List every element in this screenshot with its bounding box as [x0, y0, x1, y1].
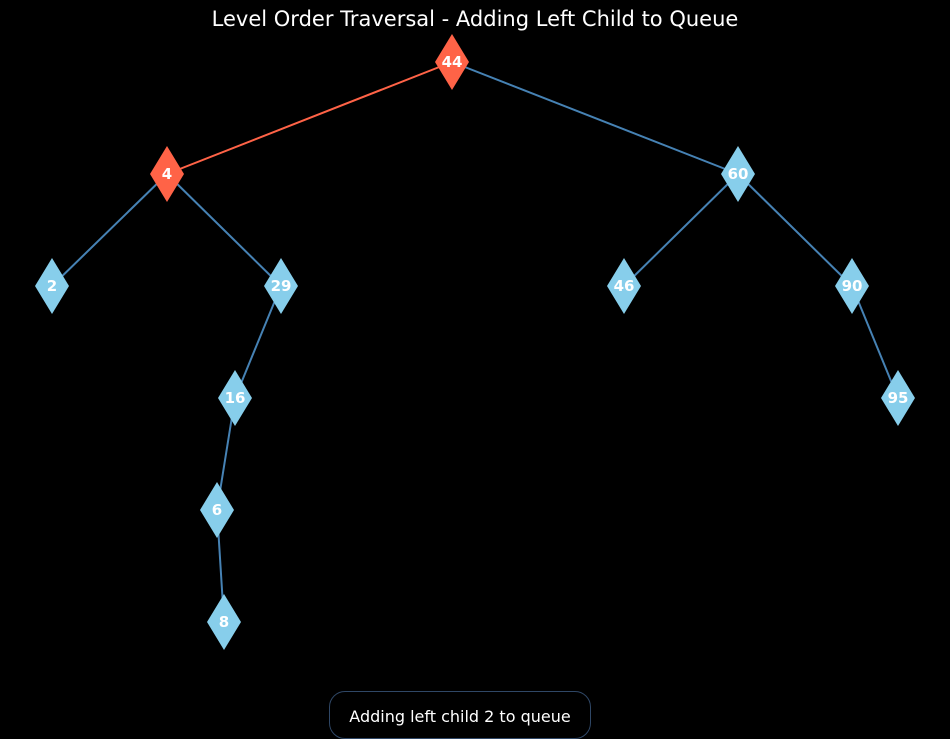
- node-label-8: 8: [219, 613, 229, 631]
- node-label-90: 90: [842, 277, 863, 295]
- node-diamond-44: [435, 34, 469, 90]
- status-message-box: Adding left child 2 to queue: [329, 691, 591, 739]
- node-44: 44: [435, 34, 469, 90]
- node-diamond-60: [721, 146, 755, 202]
- node-diamond-29: [264, 258, 298, 314]
- node-diamond-6: [200, 482, 234, 538]
- node-diamond-2: [35, 258, 69, 314]
- node-8: 8: [207, 594, 241, 650]
- node-6: 6: [200, 482, 234, 538]
- edge-4-29: [166, 173, 282, 287]
- node-diamond-95: [881, 370, 915, 426]
- tree-edges: [51, 61, 899, 623]
- edge-90-95: [851, 285, 899, 399]
- node-diamond-46: [607, 258, 641, 314]
- node-90: 90: [835, 258, 869, 314]
- node-95: 95: [881, 370, 915, 426]
- node-2: 2: [35, 258, 69, 314]
- node-label-46: 46: [614, 277, 635, 295]
- edge-60-90: [737, 173, 853, 287]
- node-label-4: 4: [162, 165, 172, 183]
- diagram-title: Level Order Traversal - Adding Left Chil…: [212, 7, 739, 31]
- node-label-95: 95: [888, 389, 909, 407]
- edge-4-2: [51, 173, 168, 287]
- node-46: 46: [607, 258, 641, 314]
- node-diamond-16: [218, 370, 252, 426]
- edge-29-16: [234, 285, 282, 399]
- status-message: Adding left child 2 to queue: [349, 707, 571, 726]
- node-diamond-8: [207, 594, 241, 650]
- node-16: 16: [218, 370, 252, 426]
- node-diamond-4: [150, 146, 184, 202]
- node-label-44: 44: [442, 53, 463, 71]
- node-label-29: 29: [271, 277, 292, 295]
- node-4: 4: [150, 146, 184, 202]
- edge-44-4: [166, 61, 453, 175]
- node-label-60: 60: [728, 165, 749, 183]
- node-29: 29: [264, 258, 298, 314]
- node-label-2: 2: [47, 277, 57, 295]
- edge-60-46: [623, 173, 739, 287]
- node-label-6: 6: [212, 501, 222, 519]
- node-label-16: 16: [225, 389, 246, 407]
- node-diamond-90: [835, 258, 869, 314]
- edge-44-60: [451, 61, 739, 175]
- node-60: 60: [721, 146, 755, 202]
